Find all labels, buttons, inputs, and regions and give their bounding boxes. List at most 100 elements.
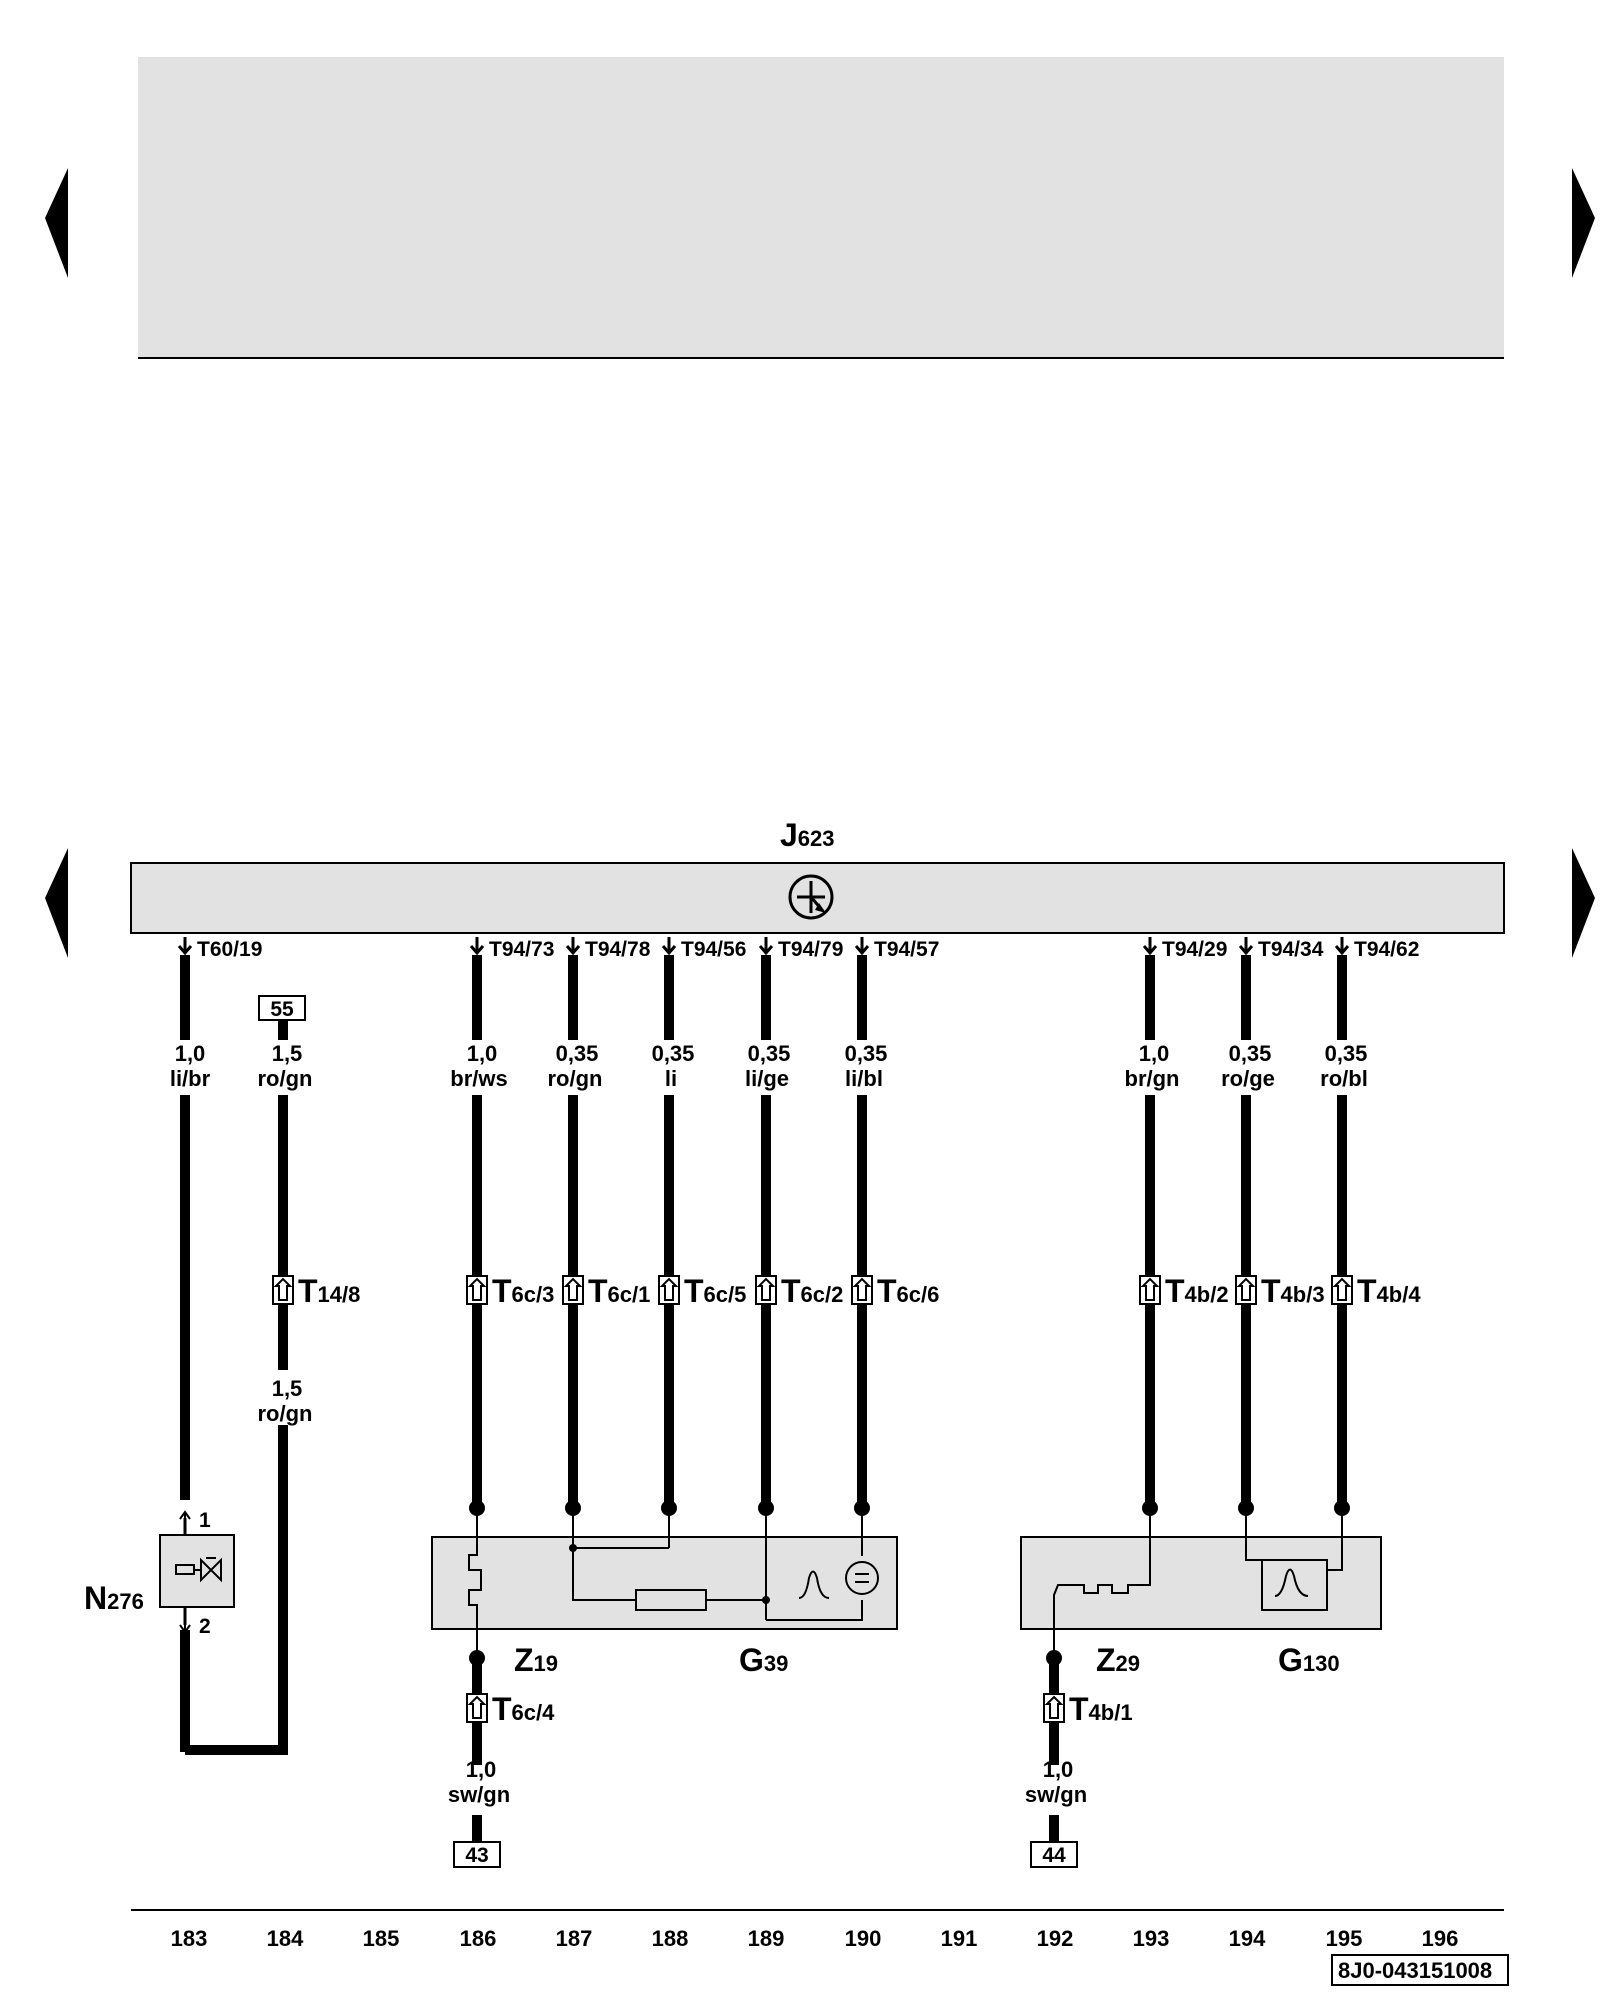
ref-box-55[interactable]: 55 <box>258 995 306 1021</box>
component-z29-g130[interactable]: Z29 G130 <box>1020 1508 1382 1678</box>
connector-labels: T14/8 T6c/3 T6c/1 T6c/5 T6c/2 T6c/6 T4b/… <box>298 1273 1421 1727</box>
column-number: 191 <box>941 1926 978 1951</box>
connector-label: T6c/6 <box>877 1273 939 1309</box>
pin-label: T94/56 <box>681 938 746 961</box>
wire-color: br/ws <box>450 1066 507 1091</box>
wire-color: sw/gn <box>448 1782 510 1807</box>
component-z19-g39[interactable]: Z19 G39 <box>431 1508 898 1678</box>
connector-label: T6c/1 <box>588 1273 650 1309</box>
wire-size: 1,5 <box>272 1376 303 1401</box>
column-numbers: 183 184 185 186 187 188 189 190 191 192 … <box>171 1926 1459 1951</box>
connector-label: T14/8 <box>298 1273 360 1309</box>
oxygen-sensor-icon <box>798 1570 830 1599</box>
wire-size: 0,35 <box>1229 1041 1272 1066</box>
wires <box>180 955 1347 1842</box>
column-number: 193 <box>1133 1926 1170 1951</box>
pin-arrow-icon <box>854 937 870 956</box>
connector-icon <box>851 1275 873 1305</box>
connector-icon <box>755 1275 777 1305</box>
pin-arrow-icon <box>758 937 774 956</box>
connector-label: T6c/3 <box>492 1273 554 1309</box>
svg-text:44: 44 <box>1042 1844 1066 1867</box>
wire-size: 1,0 <box>1139 1041 1170 1066</box>
column-number: 185 <box>363 1926 400 1951</box>
column-number: 188 <box>652 1926 689 1951</box>
column-number: 194 <box>1229 1926 1266 1951</box>
prev-page-icon[interactable] <box>45 168 68 278</box>
wire-color: br/gn <box>1125 1066 1180 1091</box>
cpu-symbol-icon <box>788 874 834 920</box>
column-number: 189 <box>748 1926 785 1951</box>
wire-color: ro/gn <box>548 1066 603 1091</box>
column-number: 186 <box>460 1926 497 1951</box>
component-label: N276 <box>84 1580 144 1616</box>
wire-color: li/bl <box>845 1066 883 1091</box>
connector-icon <box>466 1693 488 1723</box>
pin-arrow-icon <box>661 937 677 956</box>
prev-section-icon[interactable] <box>45 848 68 958</box>
column-number: 192 <box>1037 1926 1074 1951</box>
blank-header-panel <box>138 57 1504 358</box>
wire-color: li/br <box>170 1066 211 1091</box>
column-number: 190 <box>845 1926 882 1951</box>
component-label: Z19 <box>514 1642 558 1678</box>
valve-icon <box>175 1557 222 1583</box>
column-number: 196 <box>1422 1926 1459 1951</box>
control-unit-label: J623 <box>780 817 835 853</box>
pin-arrow-icon <box>177 937 193 956</box>
column-number: 183 <box>171 1926 208 1951</box>
component-label: G39 <box>739 1642 788 1678</box>
pin-label: T60/19 <box>197 938 262 961</box>
wire-size: 0,35 <box>845 1041 888 1066</box>
pin-arrow-icon <box>1238 937 1254 956</box>
wire-size: 1,0 <box>467 1041 498 1066</box>
connector-icon <box>466 1275 488 1305</box>
connector-icon <box>1331 1275 1353 1305</box>
pin-arrow-icon <box>1334 937 1350 956</box>
column-number: 195 <box>1326 1926 1363 1951</box>
pin-label: T94/57 <box>874 938 939 961</box>
pin-label: T94/73 <box>489 938 554 961</box>
wire-color: li <box>665 1066 677 1091</box>
next-section-icon[interactable] <box>1572 848 1595 958</box>
wire-size: 0,35 <box>748 1041 791 1066</box>
next-page-icon[interactable] <box>1572 168 1595 278</box>
oxygen-sensor-icon <box>1274 1568 1309 1597</box>
wire-loop-183-184 <box>185 1425 288 1755</box>
pin-label: T94/62 <box>1354 938 1419 961</box>
wire-size: 0,35 <box>1325 1041 1368 1066</box>
connector-icon <box>1043 1693 1065 1723</box>
wire-spec-labels: 1,0 li/br 1,5 ro/gn 1,5 ro/gn 1,0 br/ws … <box>170 1041 1368 1807</box>
pin-number: 2 <box>199 1615 211 1638</box>
component-n276[interactable]: 1 2 N276 <box>84 1509 235 1638</box>
ref-box-43[interactable]: 43 <box>453 1841 501 1868</box>
connector-icon <box>1139 1275 1161 1305</box>
wire-size: 0,35 <box>556 1041 599 1066</box>
connector-label: T4b/1 <box>1069 1691 1133 1727</box>
wire-size: 1,0 <box>1043 1757 1074 1782</box>
wire-size: 1,0 <box>175 1041 206 1066</box>
svg-text:55: 55 <box>270 998 294 1021</box>
wire-color: ro/gn <box>258 1401 313 1426</box>
connector-label: T4b/4 <box>1357 1273 1421 1309</box>
pin-arrow-icon <box>1142 937 1158 956</box>
pin-arrow-icon <box>565 937 581 956</box>
ref-box-44[interactable]: 44 <box>1030 1841 1078 1868</box>
connector-label: T4b/2 <box>1165 1273 1229 1309</box>
pin-arrow-icon <box>469 937 485 956</box>
connector-icon <box>272 1275 294 1305</box>
column-number: 184 <box>267 1926 304 1951</box>
pin-label: T94/34 <box>1258 938 1324 961</box>
svg-text:43: 43 <box>465 1844 488 1867</box>
connector-symbols <box>272 1275 1353 1723</box>
ac-symbol-icon <box>845 1561 879 1595</box>
pin-label: T94/79 <box>778 938 843 961</box>
connector-label: T4b/3 <box>1261 1273 1325 1309</box>
connector-label: T6c/2 <box>781 1273 843 1309</box>
wire-size: 1,0 <box>466 1757 497 1782</box>
connector-label: T6c/4 <box>492 1691 555 1727</box>
wire-size: 1,5 <box>272 1041 303 1066</box>
pin-arrow-icon <box>179 1510 191 1526</box>
wire-color: ro/ge <box>1221 1066 1275 1091</box>
